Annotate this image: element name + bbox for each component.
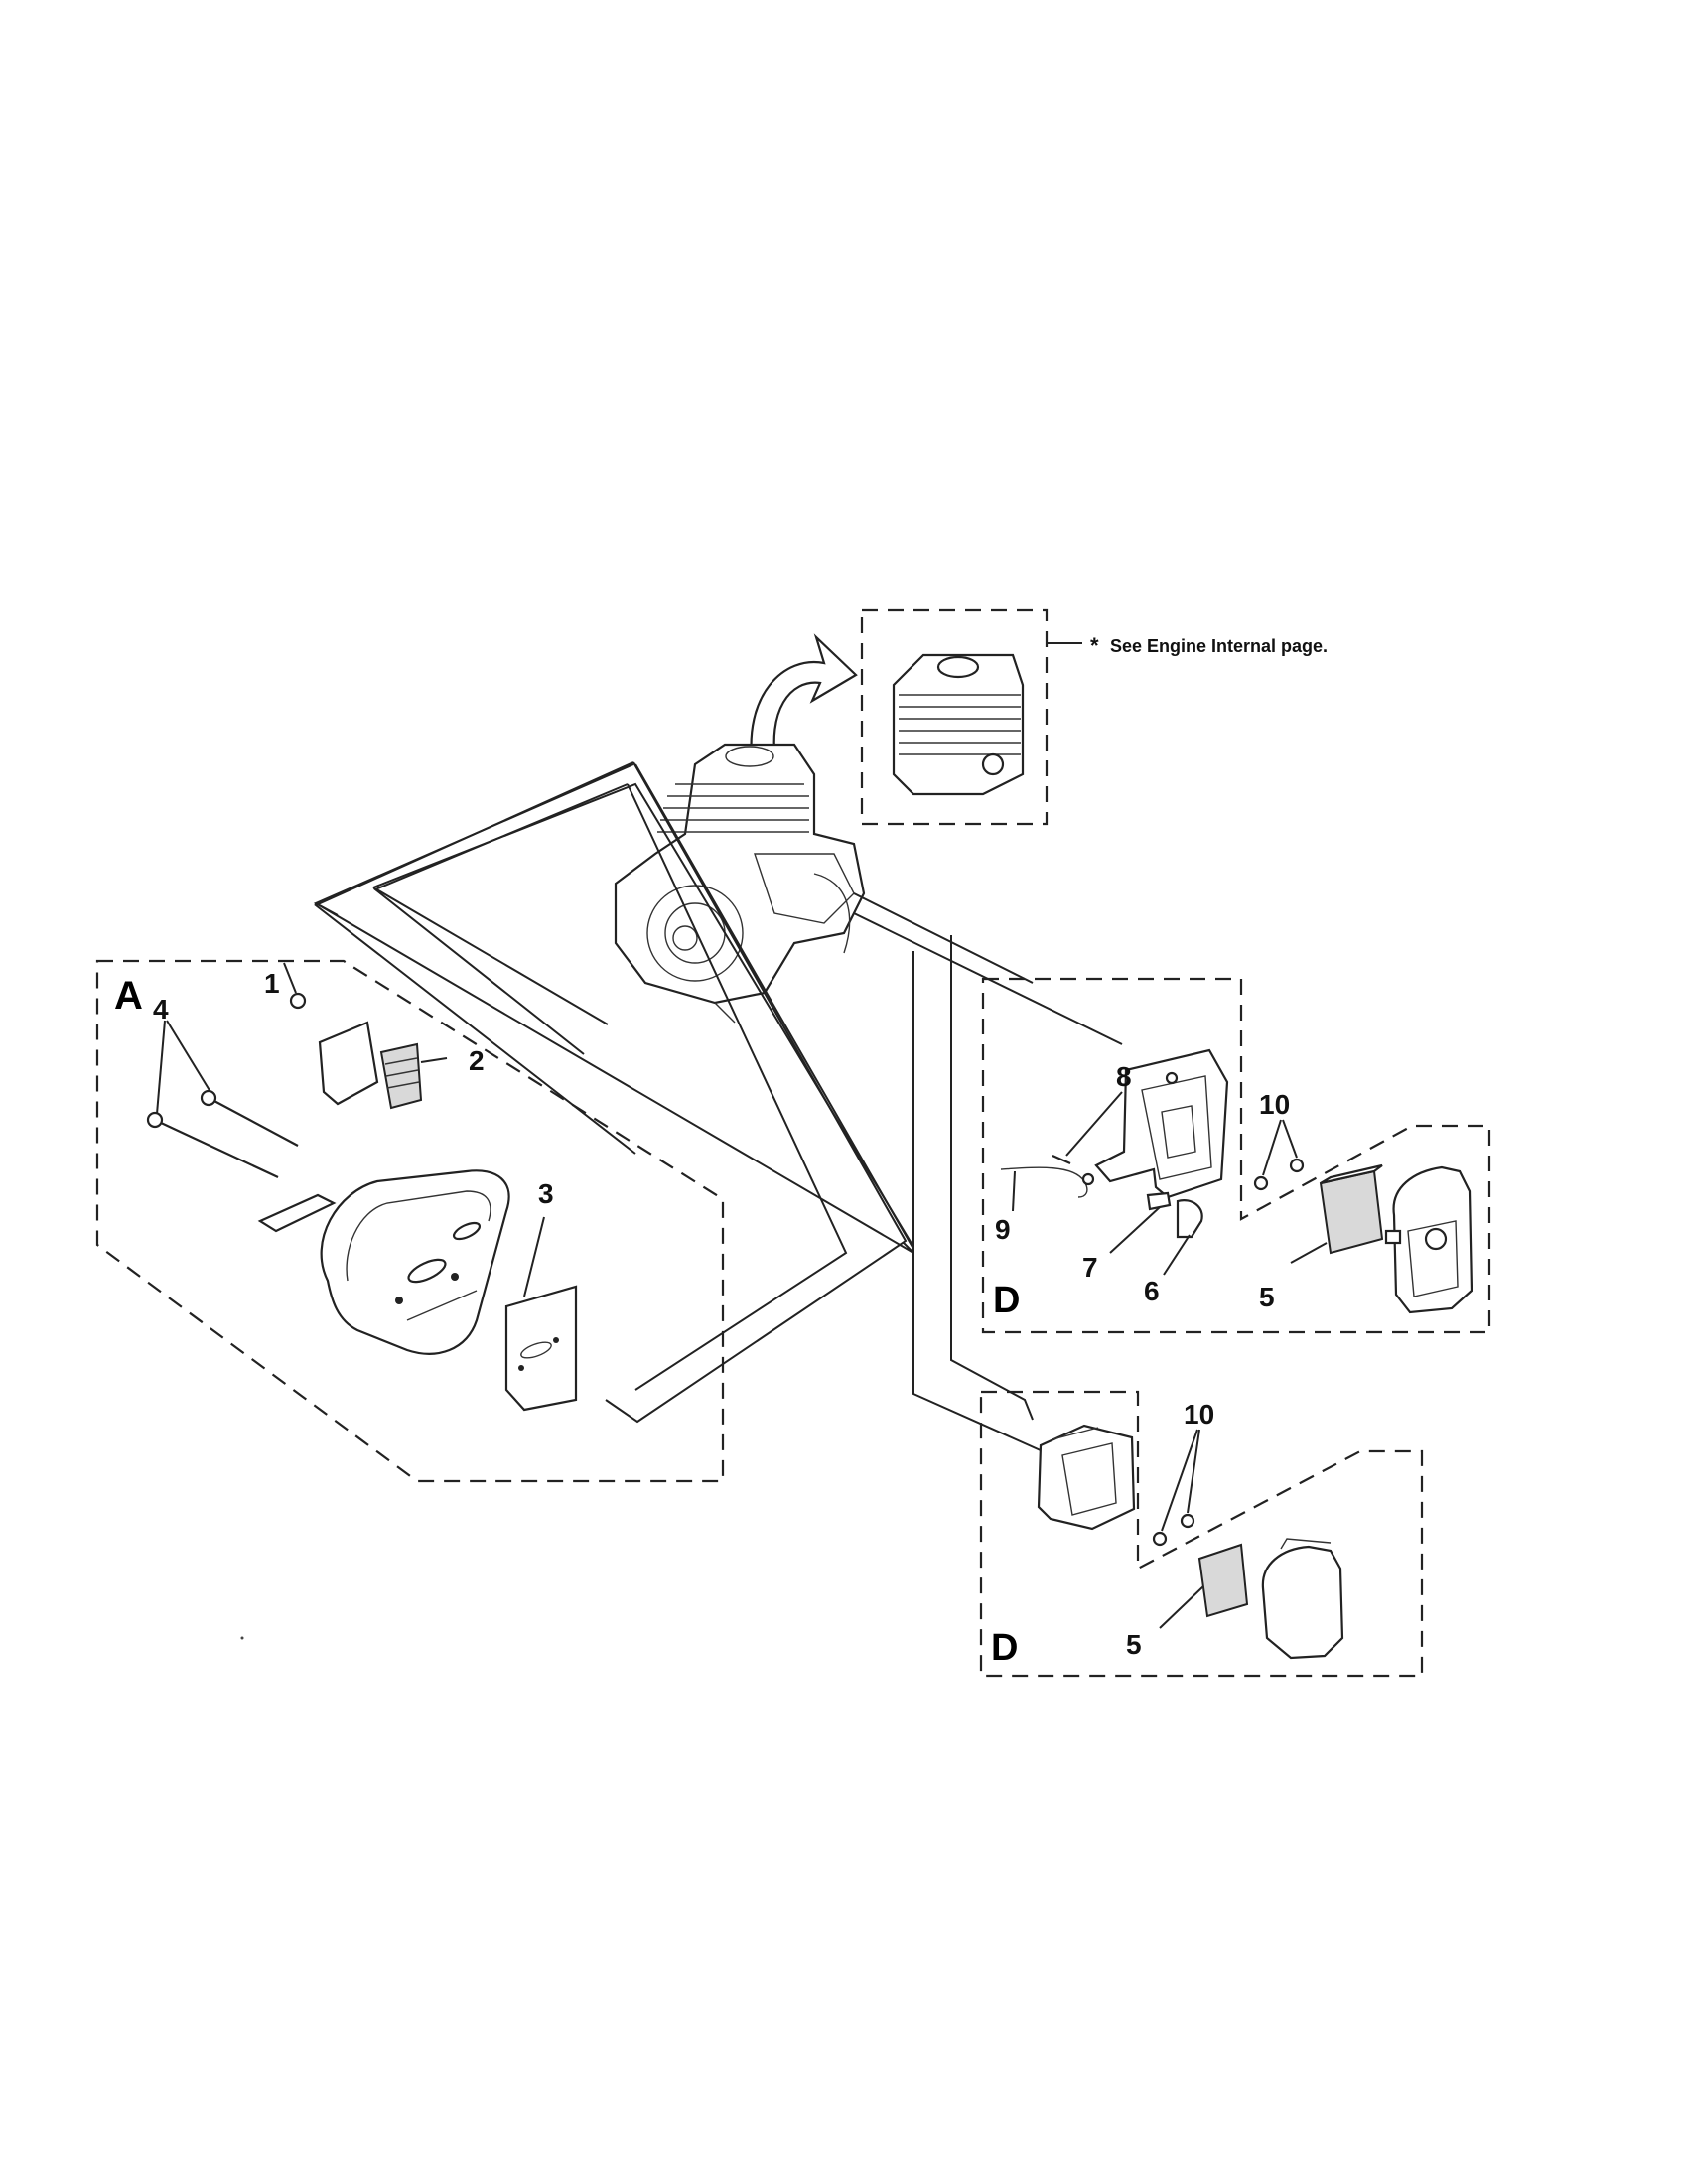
air-cleaner-base-illustration [1037,1424,1136,1531]
screw-illustration [289,992,307,1010]
section-label-d-top: D [993,1280,1020,1321]
callout-3: 3 [538,1178,554,1209]
cylinder-illustration [892,653,1025,796]
engine-assembly-illustration [614,743,866,1024]
callout-5-top: 5 [1259,1282,1275,1312]
spring-illustration [1081,1172,1095,1186]
bolt-illustration [146,1089,299,1178]
engine-internal-note: See Engine Internal page. [1110,636,1328,656]
callout-1: 1 [264,968,280,999]
screw-illustration [1289,1158,1305,1173]
stray-dot [240,1636,244,1640]
callout-9-top: 9 [995,1214,1011,1245]
connector-frame-outer [314,761,636,1155]
d-connector-lines [853,892,1123,1452]
callout-5-bottom: 5 [1126,1629,1142,1660]
screw-illustration [1152,1531,1168,1547]
gasket-illustration [504,1285,578,1412]
curved-arrow-icon [750,633,858,768]
callout-8-top: 8 [1116,1061,1132,1092]
filter-element-illustration [1197,1543,1249,1618]
callout-4: 4 [153,994,169,1024]
air-cleaner-base-illustration [1094,1048,1229,1199]
air-cleaner-cover-illustration [1261,1538,1344,1660]
engine-internal-box [860,608,1082,826]
plunger-illustration [1146,1191,1172,1211]
screen-illustration [379,1042,423,1110]
section-label-a: A [114,974,143,1018]
pin-illustration [1052,1154,1071,1165]
section-d-top [981,977,1491,1334]
muffler-illustration [320,1169,510,1355]
callout-10-top: 10 [1259,1089,1290,1120]
section-a [95,959,725,1483]
section-d-bottom [979,1390,1424,1678]
plate-illustration [257,1193,337,1233]
callout-6-top: 6 [1144,1276,1160,1306]
callout-2: 2 [469,1045,485,1076]
filter-element-illustration [1319,1163,1384,1255]
deflector-illustration [318,1021,379,1106]
connector-frame-rear [605,761,908,1424]
screw-illustration [1180,1513,1195,1529]
connector-frame-inner [373,783,848,1391]
note-marker: * [1090,633,1099,658]
primer-illustration [1176,1199,1203,1239]
air-cleaner-cover-illustration [1384,1165,1474,1314]
screw-illustration [1253,1175,1269,1191]
callout-10-bottom: 10 [1184,1399,1214,1430]
callout-7-top: 7 [1082,1252,1098,1283]
section-label-d-bottom: D [991,1627,1018,1669]
